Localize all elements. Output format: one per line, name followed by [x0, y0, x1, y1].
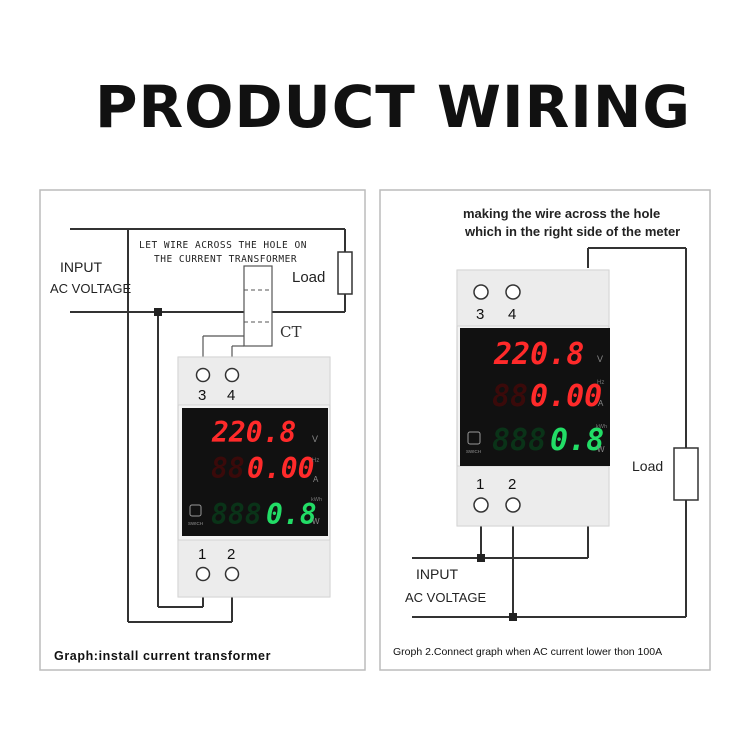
right-switch-label: SWICH — [466, 449, 481, 454]
left-unit-w: W — [312, 517, 320, 526]
right-terminal-3 — [473, 284, 489, 300]
left-terminal-4 — [224, 367, 240, 383]
svg-text:888: 888 — [211, 498, 262, 531]
right-terminal-4-label: 4 — [508, 306, 516, 323]
left-junction-node — [154, 308, 162, 316]
left-unit-kwh: kWh — [311, 497, 322, 503]
right-terminal-3-label: 3 — [476, 306, 484, 323]
right-caption: Groph 2.Connect graph when AC current lo… — [393, 646, 662, 658]
right-load-label: Load — [632, 458, 663, 474]
left-caption: Graph:install current transformer — [54, 649, 271, 663]
left-wires — [70, 228, 346, 623]
right-voltage-reading: 220.8 — [493, 337, 584, 372]
right-unit-kwh: kWh — [596, 424, 607, 430]
left-power-reading: 0.8 — [266, 498, 317, 531]
page-title: PRODUCT WIRING — [95, 73, 691, 141]
left-meter-display — [182, 408, 328, 536]
left-voltage-reading: 220.8 — [211, 416, 296, 449]
right-instruction-line2: which in the right side of the meter — [464, 224, 680, 239]
right-terminal-1-label: 1 — [476, 476, 484, 493]
svg-text:888: 888 — [492, 423, 546, 458]
left-terminal-3-label: 3 — [198, 387, 206, 404]
right-terminal-4 — [505, 284, 521, 300]
right-load-resistor — [673, 447, 699, 501]
ct-label: CT — [280, 323, 301, 341]
left-switch-label: SWICH — [188, 521, 203, 526]
current-transformer — [243, 265, 273, 347]
right-meter-display — [460, 328, 610, 466]
right-unit-w: W — [597, 445, 605, 454]
left-switch-button — [189, 504, 202, 517]
left-terminal-1 — [195, 566, 211, 582]
right-unit-a: A — [598, 399, 604, 408]
left-terminal-4-label: 4 — [227, 387, 235, 404]
right-ac-voltage-label: AC VOLTAGE — [405, 590, 486, 605]
left-terminal-1-label: 1 — [198, 546, 206, 563]
svg-text:88: 88 — [492, 379, 528, 414]
right-power-reading: 0.8 — [550, 423, 604, 458]
left-current-reading: 0.00 — [247, 452, 314, 485]
left-unit-hz: Hz — [312, 458, 319, 464]
right-switch-button — [467, 431, 481, 445]
right-unit-hz: Hz — [597, 380, 604, 386]
right-input-label: INPUT — [416, 566, 458, 582]
left-unit-v: V — [312, 434, 318, 444]
left-terminal-3 — [195, 367, 211, 383]
right-wires — [412, 247, 687, 618]
left-terminal-2 — [224, 566, 240, 582]
left-load-resistor — [337, 251, 353, 295]
right-current-reading: 0.00 — [530, 379, 602, 414]
right-instruction-line1: making the wire across the hole — [463, 206, 660, 221]
left-unit-a: A — [313, 475, 319, 484]
left-ac-voltage-label: AC VOLTAGE — [50, 281, 131, 296]
right-terminal-1 — [473, 497, 489, 513]
left-load-label: Load — [292, 269, 325, 286]
right-junction-node-2 — [509, 613, 517, 621]
left-terminal-2-label: 2 — [227, 546, 235, 563]
left-instruction-line1: LET WIRE ACROSS THE HOLE ON — [139, 240, 307, 251]
left-instruction-line2: THE CURRENT TRANSFORMER — [154, 254, 297, 265]
svg-text:88: 88 — [211, 452, 245, 485]
right-unit-v: V — [597, 354, 603, 364]
left-meter: 3 4 220.8 88 0.00 888 0.8 V Hz A kWh W S… — [177, 356, 331, 598]
right-meter: 3 4 220.8 88 0.00 888 0.8 V Hz A kWh W S… — [456, 269, 610, 527]
right-terminal-2 — [505, 497, 521, 513]
right-terminal-2-label: 2 — [508, 476, 516, 493]
left-input-label: INPUT — [60, 259, 102, 275]
right-junction-node-1 — [477, 554, 485, 562]
